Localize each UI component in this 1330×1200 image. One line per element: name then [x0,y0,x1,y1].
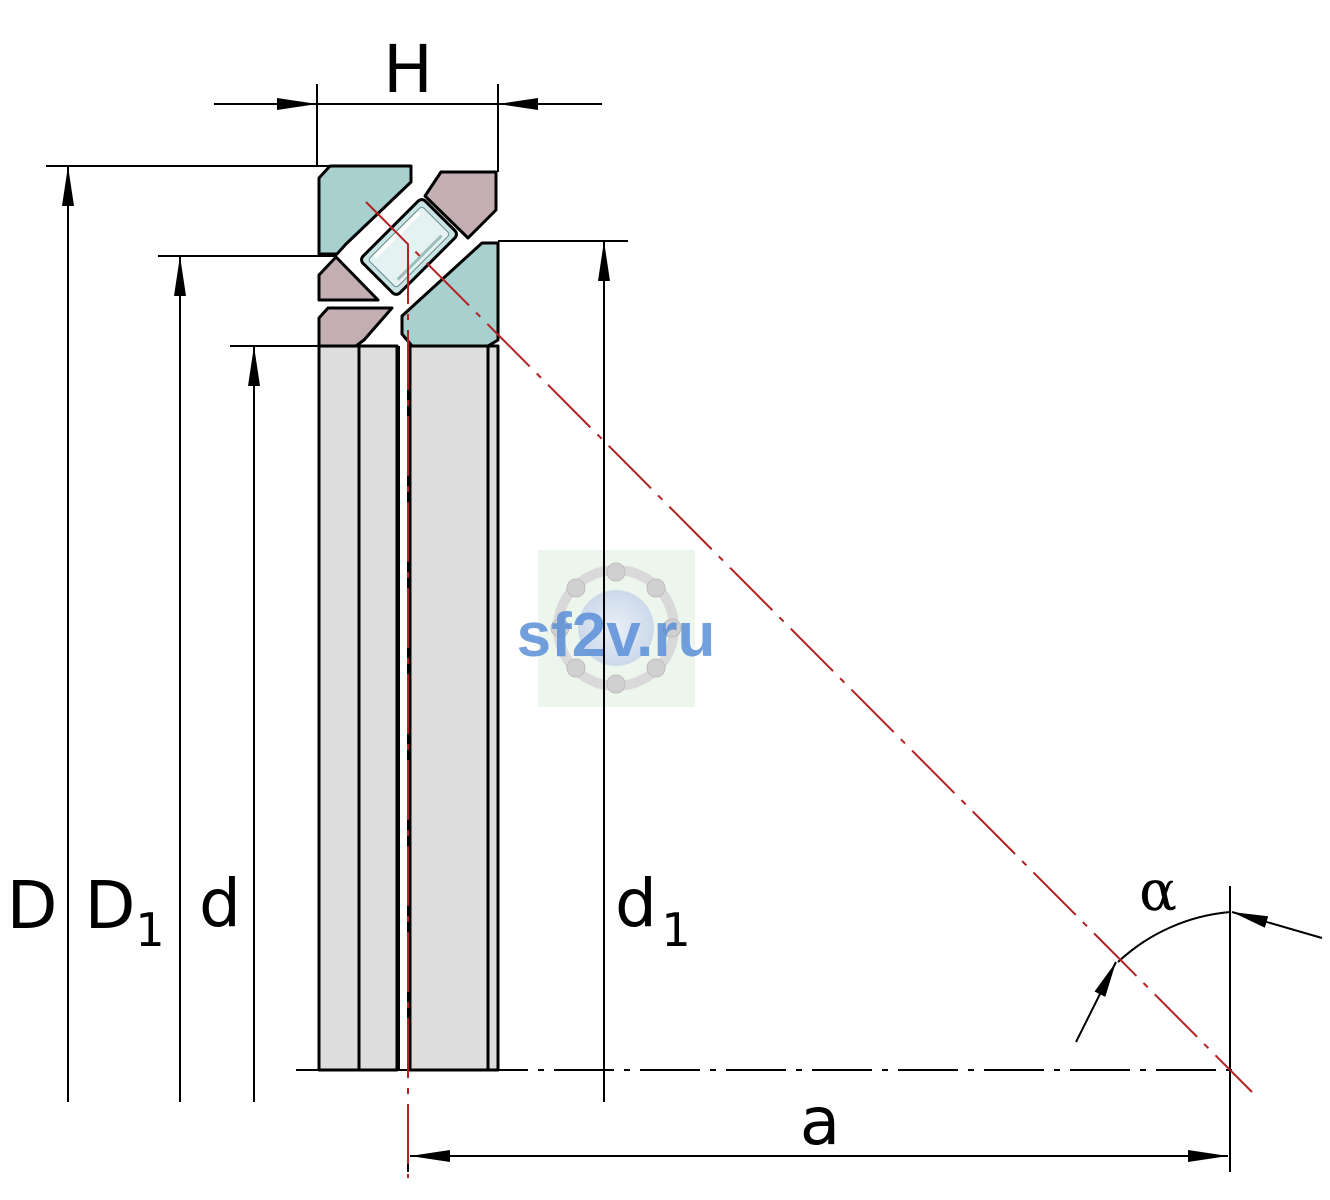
label-D: D [7,867,58,944]
label-a: a [800,1083,840,1160]
label-d1: d [615,865,657,942]
outer-ring-body [408,344,490,1072]
label-d: d [199,865,241,942]
outer-ring-body-2 [486,344,500,1072]
label-D1-subscript: 1 [135,903,164,957]
pressure-line [365,201,1253,1093]
inner-ring-section-upper [423,170,498,240]
outer-ring-section [317,164,413,256]
label-D1: D [85,867,136,944]
inner-ring-body-2 [357,344,399,1072]
labels: H D D 1 d d 1 a α [7,31,1177,1160]
outer-ring-section-lower [400,241,500,348]
inner-ring-section-lower-2 [317,306,394,348]
bearing-body [317,344,500,1072]
label-H: H [383,31,433,108]
dim-alpha-arc [1117,911,1231,963]
inner-ring-body [317,344,361,1072]
dimension-lines [62,98,1323,1162]
label-alpha: α [1139,859,1177,924]
inner-ring-section-lower [317,255,380,302]
watermark-text: sf2v.ru [517,601,716,670]
center-lines [296,201,1253,1178]
label-d1-subscript: 1 [661,903,690,957]
watermark: sf2v.ru [517,550,716,707]
